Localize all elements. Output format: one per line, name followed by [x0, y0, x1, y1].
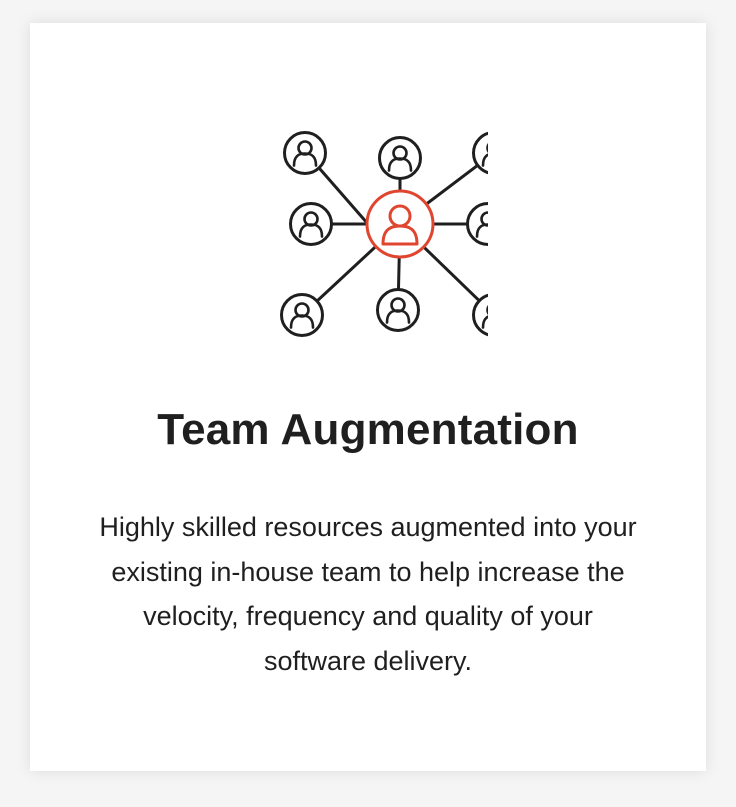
- person-icon-top-left: [283, 131, 327, 175]
- person-icon-bottom-right: [472, 293, 488, 337]
- card-title: Team Augmentation: [157, 405, 579, 454]
- team-network-icon: [280, 131, 488, 337]
- person-icon-bottom-left: [280, 293, 324, 337]
- person-icon-top-center: [378, 136, 422, 180]
- person-icon-middle-left: [289, 202, 333, 246]
- person-icon-middle-right: [466, 202, 488, 246]
- center-person-icon: [365, 189, 435, 259]
- card-description: Highly skilled resources augmented into …: [99, 512, 637, 676]
- service-card: Team Augmentation Highly skilled resourc…: [30, 23, 706, 771]
- person-icon-bottom-center: [376, 288, 420, 332]
